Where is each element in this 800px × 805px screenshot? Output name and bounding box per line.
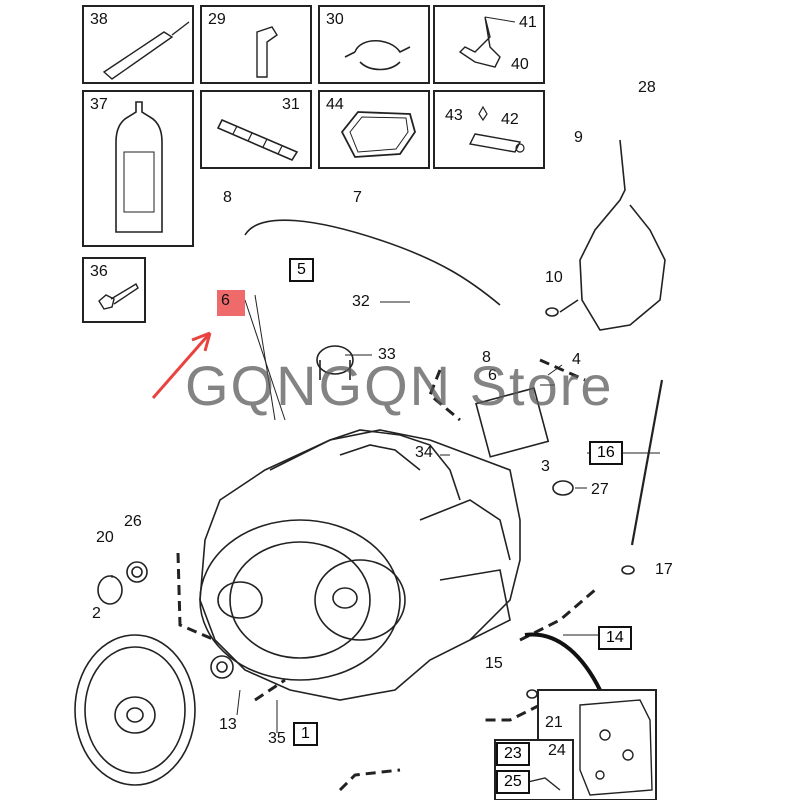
torque-converter <box>74 634 196 786</box>
callout-16: 16 <box>589 441 623 465</box>
inset-box-31: 31 <box>200 90 312 169</box>
callout-4: 4 <box>572 351 581 368</box>
leader-lines <box>111 294 660 733</box>
sleeve-icon <box>216 118 299 162</box>
callout-6b: 6 <box>488 367 497 384</box>
callout-27: 27 <box>591 481 609 498</box>
callout-26: 26 <box>124 513 142 530</box>
bracket-icon <box>458 16 516 68</box>
callout-1: 1 <box>293 722 318 746</box>
inset-label-30: 30 <box>326 11 344 28</box>
black-arrow <box>524 632 602 691</box>
inset-box-44: 44 <box>318 90 430 169</box>
callout-8: 8 <box>223 189 232 206</box>
inset-box-30: 30 <box>318 5 430 84</box>
callout-10: 10 <box>545 269 563 286</box>
bolt-plate-icon <box>468 105 525 153</box>
seals <box>97 307 635 699</box>
inset-box-37: 37 <box>82 90 194 247</box>
inset-label-43: 43 <box>445 107 463 124</box>
callout-24: 24 <box>548 742 566 759</box>
inset-box-43: 43 42 <box>433 90 545 169</box>
callout-25: 25 <box>496 770 530 794</box>
callout-8b: 8 <box>482 349 491 366</box>
dashed-lines <box>176 358 596 792</box>
callout-34: 34 <box>415 444 433 461</box>
callout-20: 20 <box>96 529 114 546</box>
inset-label-44: 44 <box>326 96 344 113</box>
inset-label-38: 38 <box>90 11 108 28</box>
callout-21: 21 <box>545 714 563 731</box>
inset-box-36: 36 <box>82 257 146 323</box>
inset-label-42: 42 <box>501 111 519 128</box>
transmission-outline <box>199 345 550 701</box>
callout-9: 9 <box>574 129 583 146</box>
inset-box-41: 41 40 <box>433 5 545 84</box>
callout-5: 5 <box>289 258 314 282</box>
watermark-text: GQNGQN Store <box>185 354 614 417</box>
callout-14: 14 <box>598 626 632 650</box>
callout-23: 23 <box>496 742 530 766</box>
clip-icon <box>344 39 411 71</box>
inset-label-37: 37 <box>90 96 108 113</box>
inset-label-36: 36 <box>90 263 108 280</box>
inset-label-29: 29 <box>208 11 226 28</box>
callout-33: 33 <box>378 346 396 363</box>
sensor-cable <box>244 219 501 306</box>
inset-box-29: 29 <box>200 5 312 84</box>
callout-28: 28 <box>638 79 656 96</box>
callout-2: 2 <box>92 605 101 622</box>
valve-body-sketch <box>579 699 653 796</box>
callout-6-highlighted: 6 <box>217 290 245 316</box>
inset-box-38: 38 <box>82 5 194 84</box>
tube-icon <box>102 21 190 80</box>
inset-label-41: 41 <box>519 14 537 31</box>
dipstick <box>630 379 664 546</box>
callout-17: 17 <box>655 561 673 578</box>
wiring-harness <box>559 139 666 331</box>
inset-label-40: 40 <box>511 56 529 73</box>
callout-3: 3 <box>541 458 550 475</box>
callout-35: 35 <box>268 730 286 747</box>
red-arrow <box>151 331 212 399</box>
inset-label-31: 31 <box>282 96 300 113</box>
callout-13: 13 <box>219 716 237 733</box>
bolt-icon <box>98 283 139 310</box>
filter-icon <box>340 111 416 158</box>
callout-7: 7 <box>353 189 362 206</box>
callout-15: 15 <box>485 655 503 672</box>
callout-32: 32 <box>352 293 370 310</box>
fluid-bottle-icon <box>115 101 163 233</box>
connector-icon <box>256 26 278 78</box>
